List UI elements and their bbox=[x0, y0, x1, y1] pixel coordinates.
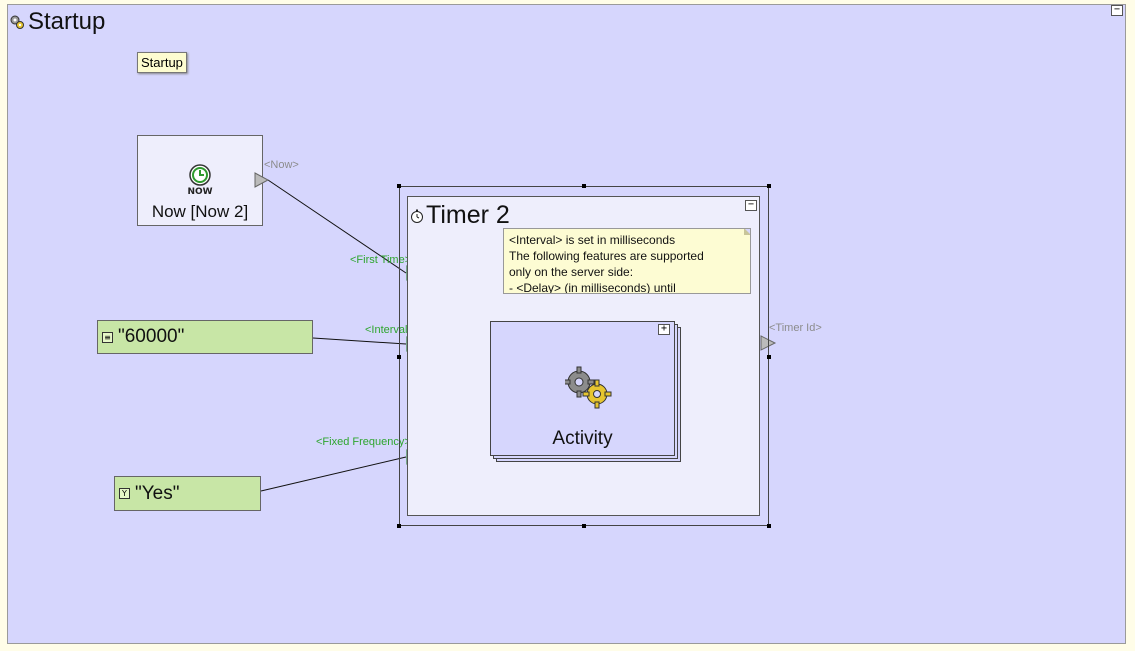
fixed-frequency-value-block[interactable]: Y "Yes" bbox=[114, 476, 261, 511]
now-icon-text: NOW bbox=[187, 187, 212, 196]
gears-icon bbox=[10, 15, 24, 29]
boolean-value-icon: Y bbox=[119, 488, 130, 499]
canvas-title-row: Startup bbox=[8, 8, 105, 36]
note-fold-corner bbox=[744, 229, 750, 235]
string-value-icon: ≡ bbox=[102, 331, 113, 343]
timer-note[interactable]: <Interval> is set in milliseconds The fo… bbox=[503, 228, 751, 294]
resize-handle[interactable] bbox=[767, 355, 771, 359]
collapse-timer-button[interactable]: − bbox=[745, 200, 757, 211]
activity-sheet: Activity + bbox=[490, 321, 675, 456]
startup-tooltip: Startup bbox=[137, 52, 187, 73]
fixed-frequency-value: "Yes" bbox=[135, 482, 180, 504]
first-time-port-label: <First Time> bbox=[350, 254, 412, 266]
resize-handle[interactable] bbox=[582, 524, 586, 528]
timer-title: Timer 2 bbox=[426, 201, 510, 229]
resize-handle[interactable] bbox=[397, 184, 401, 188]
interval-value-block[interactable]: ≡ "60000" bbox=[97, 320, 313, 354]
note-line: only on the server side: bbox=[509, 265, 634, 279]
interval-port-label: <Interval> bbox=[365, 324, 414, 336]
timer-id-port-label: <Timer Id> bbox=[769, 322, 822, 334]
resize-handle[interactable] bbox=[767, 184, 771, 188]
now-port-label: <Now> bbox=[264, 159, 299, 171]
note-line: <Interval> is set in milliseconds bbox=[509, 233, 676, 247]
note-line: - <Delay> (in milliseconds) until bbox=[509, 281, 676, 294]
clock-now-icon: NOW bbox=[187, 164, 213, 196]
resize-handle[interactable] bbox=[582, 184, 586, 188]
now-block-label: Now [Now 2] bbox=[151, 202, 249, 221]
interval-value: "60000" bbox=[118, 326, 185, 347]
expand-activity-button[interactable]: + bbox=[658, 324, 670, 335]
activity-gears-icon bbox=[565, 366, 612, 409]
resize-handle[interactable] bbox=[397, 355, 401, 359]
page-title: Startup bbox=[28, 8, 106, 35]
activity-label: Activity bbox=[552, 428, 613, 449]
note-line: The following features are supported bbox=[509, 249, 704, 263]
collapse-canvas-button[interactable]: − bbox=[1111, 5, 1123, 16]
stopwatch-icon bbox=[411, 209, 423, 223]
now-block[interactable]: NOW Now [Now 2] bbox=[137, 135, 263, 226]
timer-title-row: Timer 2 bbox=[410, 201, 510, 230]
timer-selection-frame[interactable] bbox=[397, 184, 771, 528]
fixed-frequency-port-label: <Fixed Frequency> bbox=[316, 436, 411, 448]
resize-handle[interactable] bbox=[767, 524, 771, 528]
resize-handle[interactable] bbox=[397, 524, 401, 528]
